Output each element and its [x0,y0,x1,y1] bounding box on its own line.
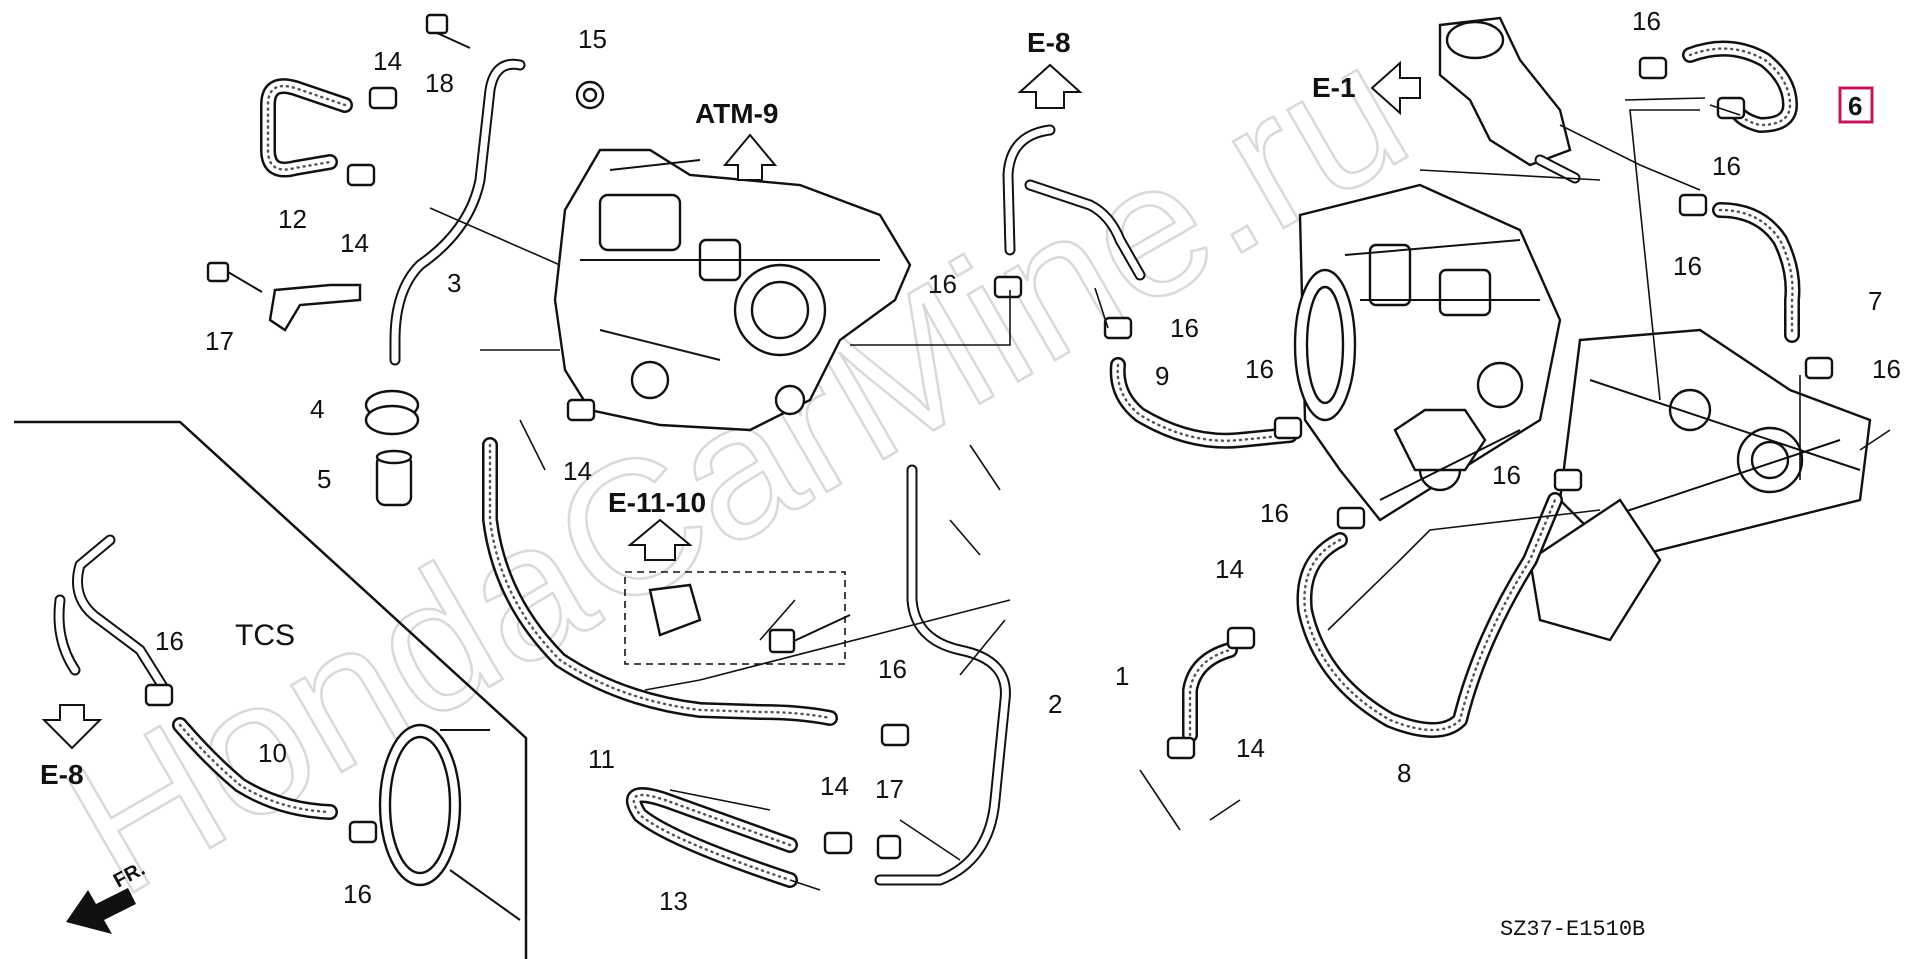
ref-e-8-left: E-8 [40,759,84,790]
transmission-housing [553,148,912,432]
callout-17-a: 17 [205,326,234,356]
callout-2: 2 [1048,689,1062,719]
hoses [172,40,1801,888]
tcs-label: TCS [235,619,295,652]
callout-17-b: 17 [875,774,904,804]
callout-16-h: 16 [1492,460,1521,490]
callout-16-l: 16 [343,879,372,909]
callout-12: 12 [278,204,307,234]
callout-14-d: 14 [820,771,849,801]
callout-16-k: 16 [155,626,184,656]
ref-e-8-top: E-8 [1027,27,1071,58]
callout-14-a: 14 [373,46,402,76]
callout-16-e: 16 [928,269,957,299]
pipes [53,58,1146,886]
callout-4: 4 [310,394,324,424]
callout-16-f: 16 [1170,313,1199,343]
callout-16-b: 16 [1712,151,1741,181]
callout-13: 13 [659,886,688,916]
intake-manifold [1528,328,1872,642]
small-parts [206,13,902,921]
callouts: 1 2 3 4 5 7 8 9 10 11 12 13 14 14 14 14 … [155,6,1901,916]
callout-16-j: 16 [878,654,907,684]
callout-16-a: 16 [1632,6,1661,36]
e-11-10-arrow [627,518,693,561]
callout-8: 8 [1397,758,1411,788]
callout-14-f: 14 [1236,733,1265,763]
callout-16-c: 16 [1673,251,1702,281]
callout-9: 9 [1155,361,1169,391]
callout-14-e: 14 [1215,554,1244,584]
e-8-top-arrow [1017,63,1083,109]
callout-1: 1 [1115,661,1129,691]
e-1-arrow [1370,60,1421,116]
diagram-code: SZ37-E1510B [1500,917,1645,942]
ref-e-1: E-1 [1312,72,1356,103]
hose-clamps [144,56,1834,855]
callout-18: 18 [425,68,454,98]
callout-14-c: 14 [563,456,592,486]
callout-11: 11 [588,744,615,774]
callout-15: 15 [578,24,607,54]
water-outlet [1438,16,1581,184]
callout-6: 6 [1848,91,1862,121]
ref-atm-9: ATM-9 [695,98,778,129]
callout-3: 3 [447,268,461,298]
atm-9-arrow [722,133,778,181]
ref-e-11-10: E-11-10 [608,487,706,518]
callout-16-d: 16 [1872,354,1901,384]
callout-16-g: 16 [1245,354,1274,384]
e-8-left-arrow [41,704,103,750]
callout-14-b: 14 [340,228,369,258]
callout-10: 10 [258,738,287,768]
callout-7: 7 [1868,286,1882,316]
tcs-inset-border [14,420,528,959]
callout-16-i: 16 [1260,498,1289,528]
callout-5: 5 [317,464,331,494]
leader-lines [429,97,1891,891]
callout-6-box [1838,86,1874,124]
throttle-body [1293,183,1562,522]
